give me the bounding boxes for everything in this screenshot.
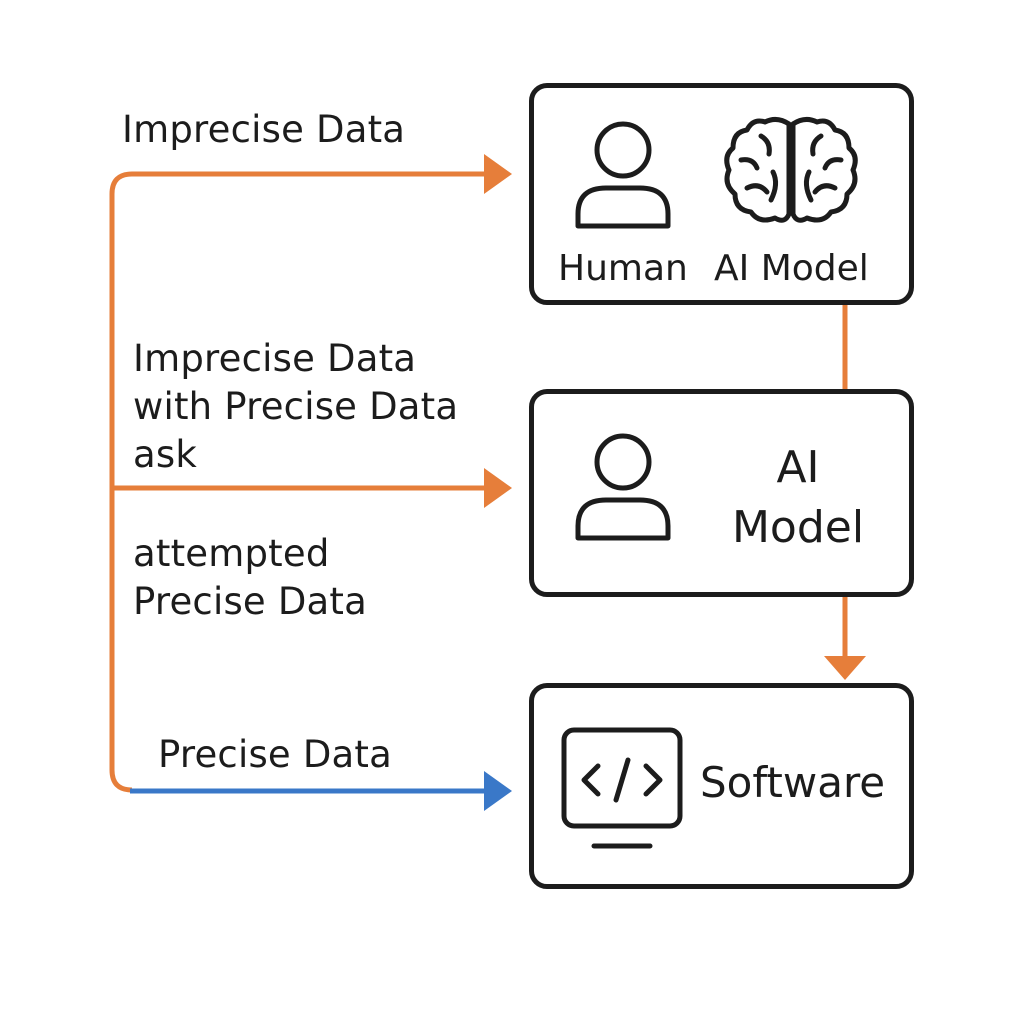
person-icon [575,433,671,541]
person-icon [575,121,671,229]
code-monitor-icon [561,727,683,849]
label-attempted-line1: attempted [133,532,330,575]
trunk-line [109,171,485,793]
box-software: Software [529,683,914,889]
ai-model-label: AI Model [714,248,869,289]
software-label: Software [700,758,886,807]
arrowhead-top [484,154,512,194]
label-attempted-line2: Precise Data [133,580,367,623]
human-label: Human [558,248,688,289]
arrowhead-middle [484,468,512,508]
arrowhead-down [824,656,866,680]
label-middle-line3: ask [133,433,197,476]
ai-model-line2: Model [731,502,865,553]
ai-model-line1: AI [776,442,820,493]
label-middle-line1: Imprecise Data [133,337,417,380]
label-middle-line2: with Precise Data [133,385,459,428]
label-top-arrow: Imprecise Data [122,108,406,151]
brain-icon [724,116,858,223]
box-ai-model: AI Model [529,389,914,597]
label-bottom-arrow: Precise Data [158,733,392,776]
box-human-ai: Human AI Model [529,83,914,305]
arrowhead-bottom [484,771,512,811]
